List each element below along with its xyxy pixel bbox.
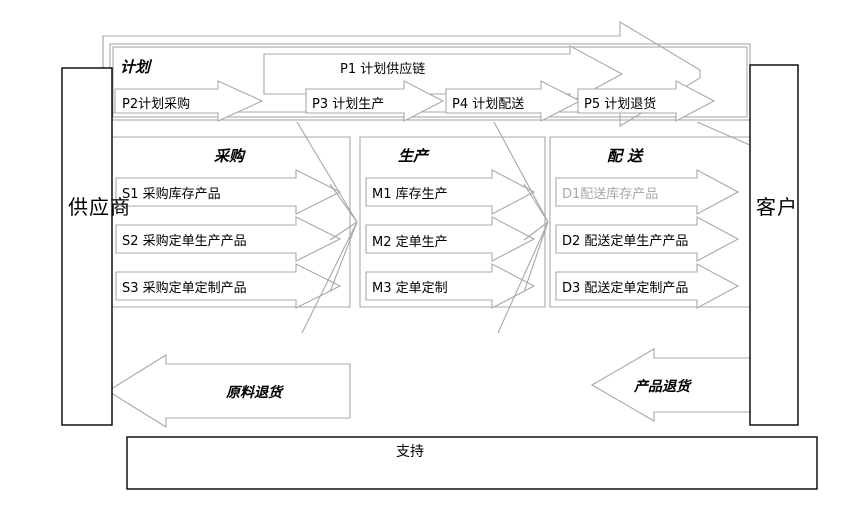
plan-deliver-connector <box>696 121 751 146</box>
make-section-box <box>359 136 546 308</box>
product-return-label[interactable]: 产品退货 <box>634 379 690 395</box>
s2-arrow-shape <box>115 216 342 262</box>
make-section-heading: 生产 <box>398 147 429 165</box>
material-return-arrow-shape <box>106 354 351 428</box>
support-bar-shape <box>126 436 818 490</box>
m3-arrow-label[interactable]: M3 定单定制 <box>372 281 448 296</box>
d3-arrow-shape <box>555 263 740 309</box>
supplier-box-label: 供应商 <box>68 195 131 219</box>
s3-arrow-shape <box>115 263 342 309</box>
p4-arrow-label[interactable]: P4 计划配送 <box>452 97 525 112</box>
s2-arrow-label[interactable]: S2 采购定单生产产品 <box>122 234 247 249</box>
d3-arrow-label[interactable]: D3 配送定单定制产品 <box>562 281 689 296</box>
material-return-label[interactable]: 原料退货 <box>226 385 282 401</box>
support-bar-label: 支持 <box>396 444 424 460</box>
p2-arrow-shape <box>114 80 264 122</box>
s3-arrow-label[interactable]: S3 采购定单定制产品 <box>122 281 247 296</box>
m1-arrow-shape <box>365 169 536 215</box>
supplier-box-shape <box>61 67 113 426</box>
source-make-connectors <box>296 121 358 334</box>
deliver-section-heading: 配 送 <box>607 147 643 165</box>
d2-arrow-label[interactable]: D2 配送定单生产产品 <box>562 234 689 249</box>
m3-arrow-shape <box>365 263 536 309</box>
plan-section-heading: 计划 <box>120 58 151 76</box>
d1-arrow-label[interactable]: D1配送库存产品 <box>562 187 659 202</box>
m1-arrow-label[interactable]: M1 库存生产 <box>372 187 448 202</box>
product-return-arrow-shape <box>590 348 756 422</box>
s1-arrow-shape <box>115 169 342 215</box>
p2-arrow-label[interactable]: P2计划采购 <box>122 97 191 112</box>
m2-arrow-label[interactable]: M2 定单生产 <box>372 235 448 250</box>
m2-arrow-shape <box>365 216 536 262</box>
customer-box-label: 客户 <box>756 195 798 219</box>
p3-arrow-label[interactable]: P3 计划生产 <box>312 97 385 112</box>
p3-arrow-shape <box>305 80 445 122</box>
s1-arrow-label[interactable]: S1 采购库存产品 <box>122 187 221 202</box>
customer-box-shape <box>749 64 799 426</box>
make-deliver-connectors <box>493 121 549 334</box>
source-section-box <box>108 136 351 308</box>
p1-arrow-label[interactable]: P1 计划供应链 <box>340 62 426 77</box>
d2-arrow-shape <box>555 216 740 262</box>
p5-arrow-label[interactable]: P5 计划退货 <box>584 97 657 112</box>
p5-arrow-shape <box>577 80 716 122</box>
p1-envelope-arrow <box>102 21 701 127</box>
p4-arrow-shape <box>445 80 582 122</box>
d1-arrow-shape <box>555 169 740 215</box>
source-section-heading: 采购 <box>214 147 245 165</box>
